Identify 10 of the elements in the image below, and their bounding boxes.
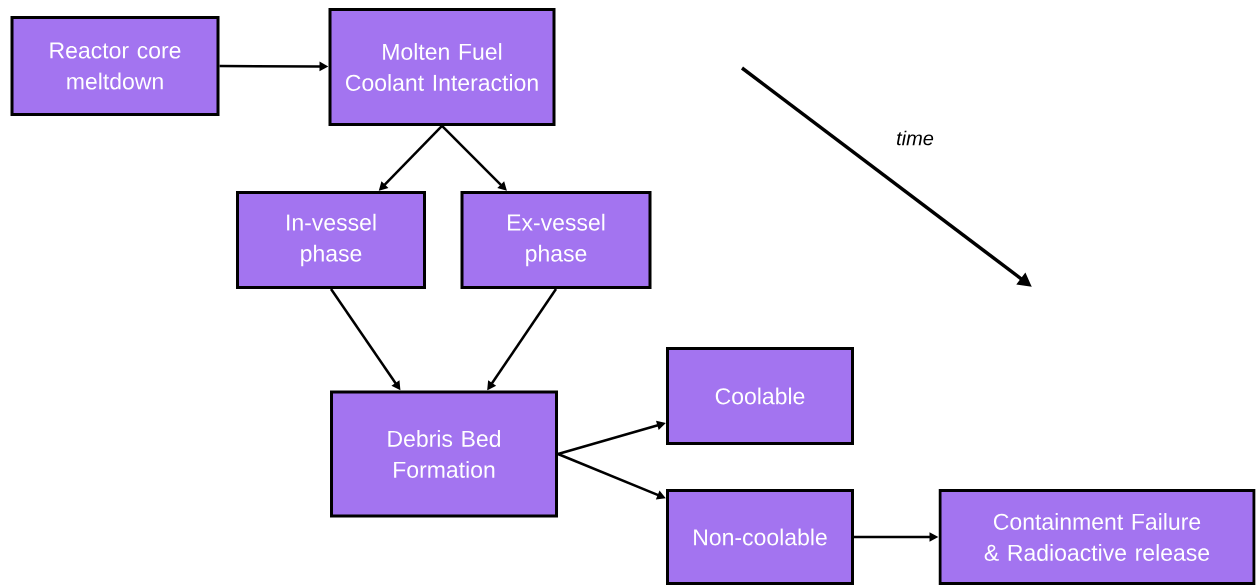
process-box: In-vessel phase: [236, 191, 426, 289]
process-box: Debris Bed Formation: [330, 390, 558, 518]
process-box: Reactor core meltdown: [10, 16, 220, 116]
process-box: Coolable: [666, 347, 854, 445]
process-box: Non-coolable: [666, 489, 854, 585]
process-box: Containment Failure & Radioactive release: [938, 489, 1256, 585]
process-box: Ex-vessel phase: [460, 191, 652, 289]
arrow: [441, 125, 507, 191]
axis-label: time: [897, 130, 934, 146]
process-box: Molten Fuel Coolant Interaction: [328, 8, 556, 126]
